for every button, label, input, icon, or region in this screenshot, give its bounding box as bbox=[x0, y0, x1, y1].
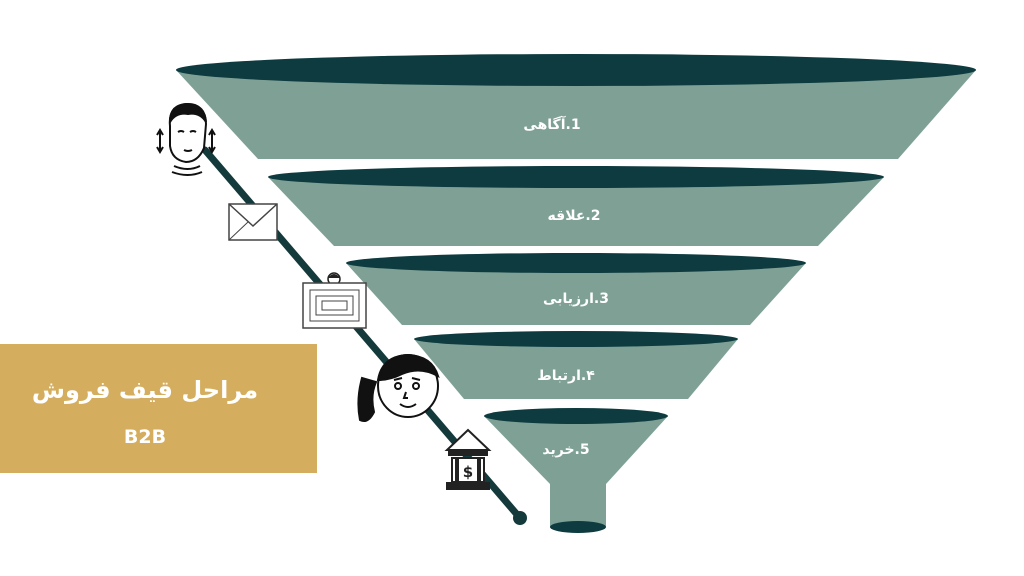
funnel-stage-5-label: 5.خرید bbox=[542, 442, 589, 458]
funnel-stage-2-body bbox=[268, 177, 884, 246]
funnel-stage-2: 2.علاقه bbox=[268, 166, 884, 246]
funnel-stage-5-body bbox=[484, 416, 668, 527]
funnel-stage-4-label: ۴.ارتباط bbox=[537, 368, 595, 384]
diagram-title: مراحل قیف فروش bbox=[31, 376, 259, 404]
funnel-stage-5: 5.خرید bbox=[484, 408, 668, 533]
funnel-stage-4-body bbox=[414, 339, 738, 399]
funnel-stage-3: 3.ارزیابی bbox=[346, 253, 806, 325]
monitor-icon bbox=[302, 272, 367, 329]
funnel-stage-1-rim bbox=[176, 54, 976, 86]
funnel-stage-1: 1.آگاهی bbox=[176, 54, 976, 159]
bank-dollar-sign: $ bbox=[463, 463, 473, 481]
funnel-stage-3-rim bbox=[346, 253, 806, 273]
funnel-stage-3-label: 3.ارزیابی bbox=[543, 291, 609, 307]
funnel-spout-opening bbox=[550, 521, 606, 533]
funnel-stage-1-label: 1.آگاهی bbox=[523, 115, 580, 133]
woman-face-icon bbox=[357, 353, 440, 422]
funnel-stage-2-label: 2.علاقه bbox=[548, 208, 601, 224]
funnel-stage-2-rim bbox=[268, 166, 884, 188]
title-box: مراحل قیف فروش B2B bbox=[0, 344, 317, 473]
funnel-stage-1-body bbox=[176, 70, 976, 159]
funnel-stage-3-body bbox=[346, 263, 806, 325]
bank-icon: $ bbox=[444, 428, 492, 490]
face-icon bbox=[156, 102, 216, 176]
funnel-stage-4-rim bbox=[414, 331, 738, 347]
funnel-stage-5-rim bbox=[484, 408, 668, 424]
funnel-stage-4: ۴.ارتباط bbox=[414, 331, 738, 399]
journey-line-end-dot bbox=[513, 511, 527, 525]
diagram-subtitle: B2B bbox=[123, 426, 167, 448]
envelope-icon bbox=[228, 203, 278, 241]
